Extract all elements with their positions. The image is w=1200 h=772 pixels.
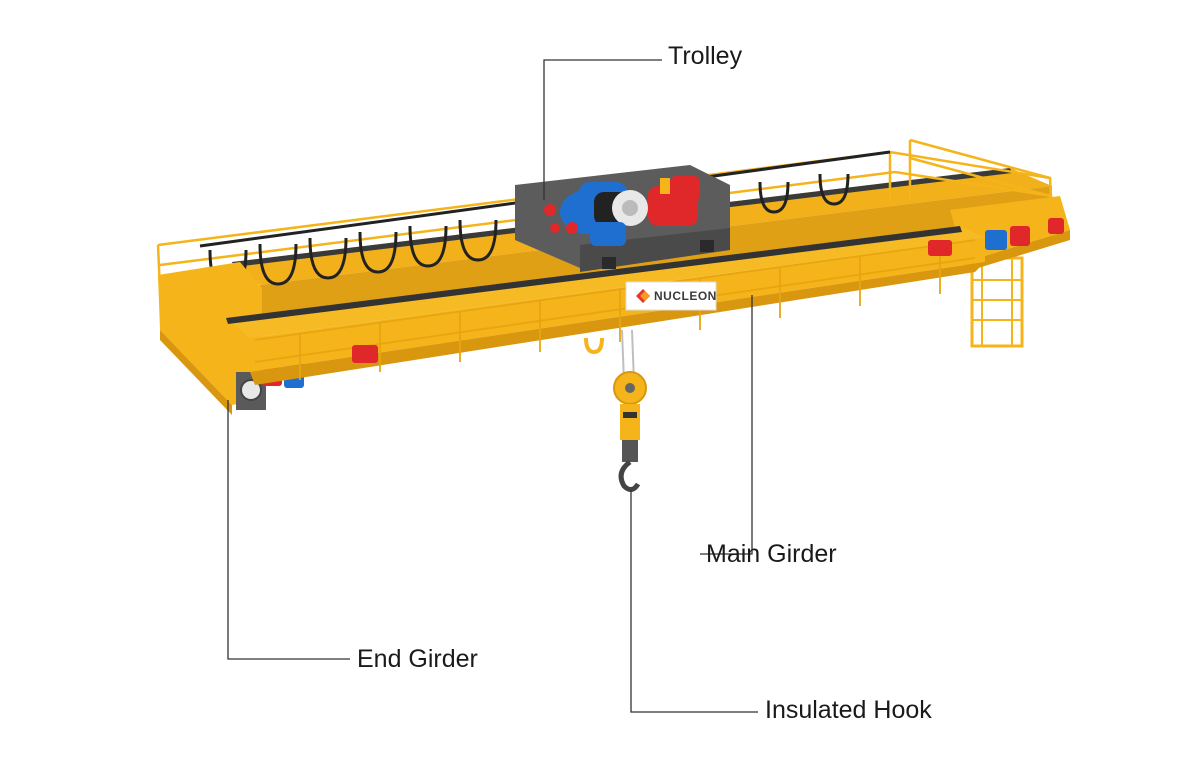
front-main-girder-shape [226, 226, 985, 385]
access-ladder [970, 256, 1024, 348]
end-girder-leader-line [227, 400, 350, 660]
drive-motor-left [352, 345, 378, 363]
trolley-label: Trolley [668, 42, 743, 70]
main-girder-label: Main Girder [706, 540, 837, 568]
insulated-hook-label: Insulated Hook [765, 696, 932, 724]
trolley-leader-line [543, 59, 662, 200]
hook-leader-line [630, 490, 758, 713]
nucleon-logo-plate: NUCLEON [625, 281, 717, 311]
logo-text: NUCLEON [654, 289, 717, 303]
end-girder-label: End Girder [357, 645, 478, 673]
main-girder-leader-line [700, 295, 753, 555]
callout-lines [227, 59, 758, 713]
hook-assembly [584, 329, 647, 492]
drive-motor-right [928, 240, 952, 256]
trolley-shape [515, 165, 730, 272]
